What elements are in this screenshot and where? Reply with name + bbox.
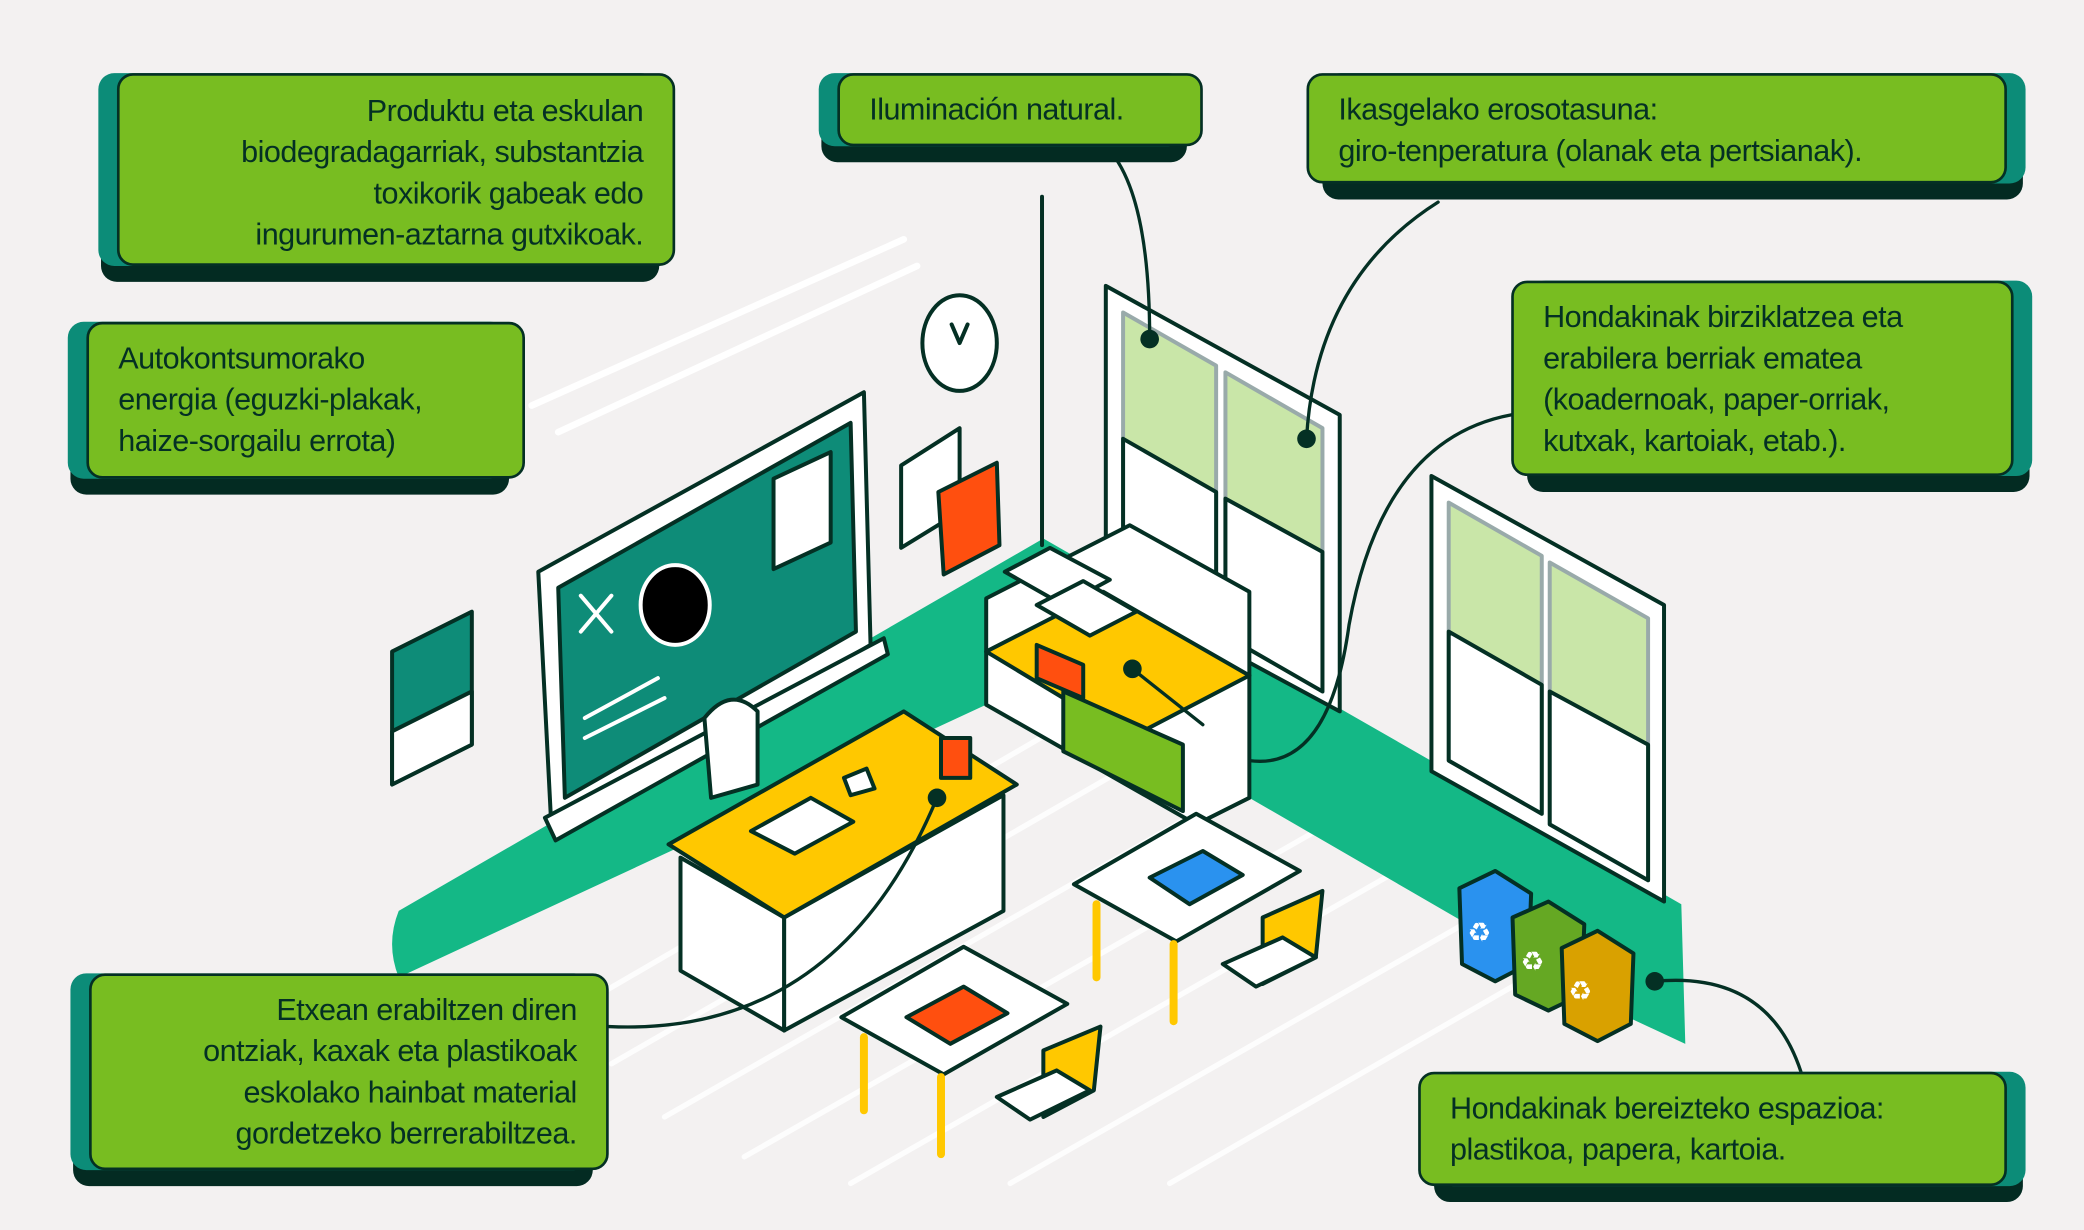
leader-lines xyxy=(607,141,1803,1074)
callout-energy: Autokontsumorako energia (eguzki-plakak,… xyxy=(86,321,525,479)
shelf xyxy=(984,523,1252,827)
teacher-desk xyxy=(666,709,1019,1033)
callout-light: Iluminación natural. xyxy=(837,73,1203,147)
callout-sorting: Hondakinak bereizteko espazioa: plastiko… xyxy=(1418,1071,2007,1187)
callout-products: Produktu eta eskulan biodegradagarriak, … xyxy=(116,73,676,266)
light-beams xyxy=(528,236,921,436)
recycle-icon: ♻ xyxy=(1520,947,1544,978)
student-desk-2 xyxy=(839,944,1103,1159)
recycle-icon: ♻ xyxy=(1568,976,1592,1007)
yellow-bin xyxy=(1559,928,1636,1044)
callout-reuse: Etxean erabiltzen diren ontziak, kaxak e… xyxy=(89,973,609,1171)
student-desk-1 xyxy=(1071,811,1325,1026)
window-2 xyxy=(1429,474,1667,904)
recycling-bins: ♻ ♻ ♻ xyxy=(1457,868,1636,1044)
recycle-icon: ♻ xyxy=(1467,917,1491,948)
callout-comfort: Ikasgelako erosotasuna: giro-tenperatura… xyxy=(1306,73,2007,184)
callout-recycling: Hondakinak birziklatzea eta erabilera be… xyxy=(1511,280,2014,477)
leader-dots xyxy=(927,329,1665,991)
